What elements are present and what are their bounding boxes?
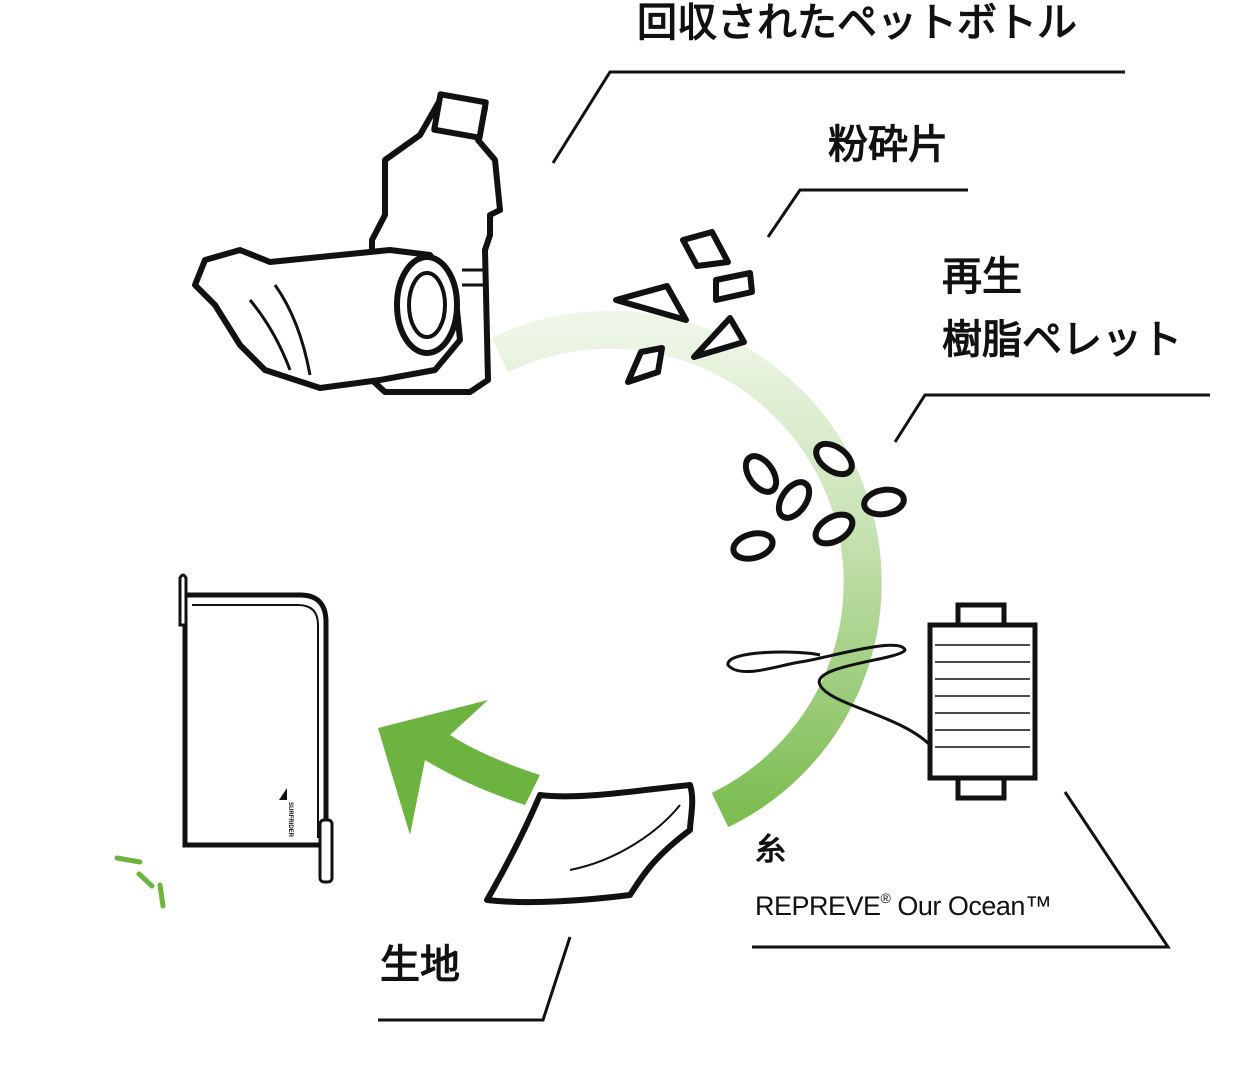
- label-yarn-brand: REPREVE® Our Ocean™: [755, 890, 1052, 921]
- pet-bottles-icon: [192, 91, 503, 395]
- label-fabric: 生地: [380, 942, 460, 988]
- pouch-icon: SURFRIDER: [178, 573, 334, 884]
- label-flakes: 粉砕片: [828, 122, 948, 168]
- flakes-icon: [613, 229, 755, 385]
- label-yarn: 糸: [755, 832, 786, 868]
- trademark-mark: ™: [1024, 891, 1052, 921]
- registered-mark: ®: [880, 890, 891, 906]
- pellets-icon: [730, 440, 907, 562]
- fabric-icon: [484, 782, 696, 906]
- brand-name: REPREVE: [755, 891, 881, 921]
- label-pellets-line2: 樹脂ペレット: [942, 317, 1182, 363]
- yarn-spool-icon: [726, 602, 1038, 801]
- label-recycled-bottles: 回収されたペットボトル: [637, 0, 1077, 46]
- arrow-to-product-icon: [378, 700, 540, 835]
- leader-line-flakes: [766, 188, 968, 238]
- leader-line-fabric: [378, 936, 572, 1022]
- leader-line-pellets: [893, 393, 1210, 443]
- surfrider-logo: SURFRIDER: [279, 788, 293, 838]
- svg-text:SURFRIDER: SURFRIDER: [287, 802, 293, 838]
- sparkle-icon: [114, 855, 166, 909]
- leader-line-bottles: [551, 70, 1125, 164]
- brand-suffix: Our Ocean: [897, 891, 1025, 921]
- cycle-arc: [491, 310, 882, 828]
- leader-line-yarn: [752, 791, 1171, 949]
- label-pellets-line1: 再生: [942, 254, 1022, 300]
